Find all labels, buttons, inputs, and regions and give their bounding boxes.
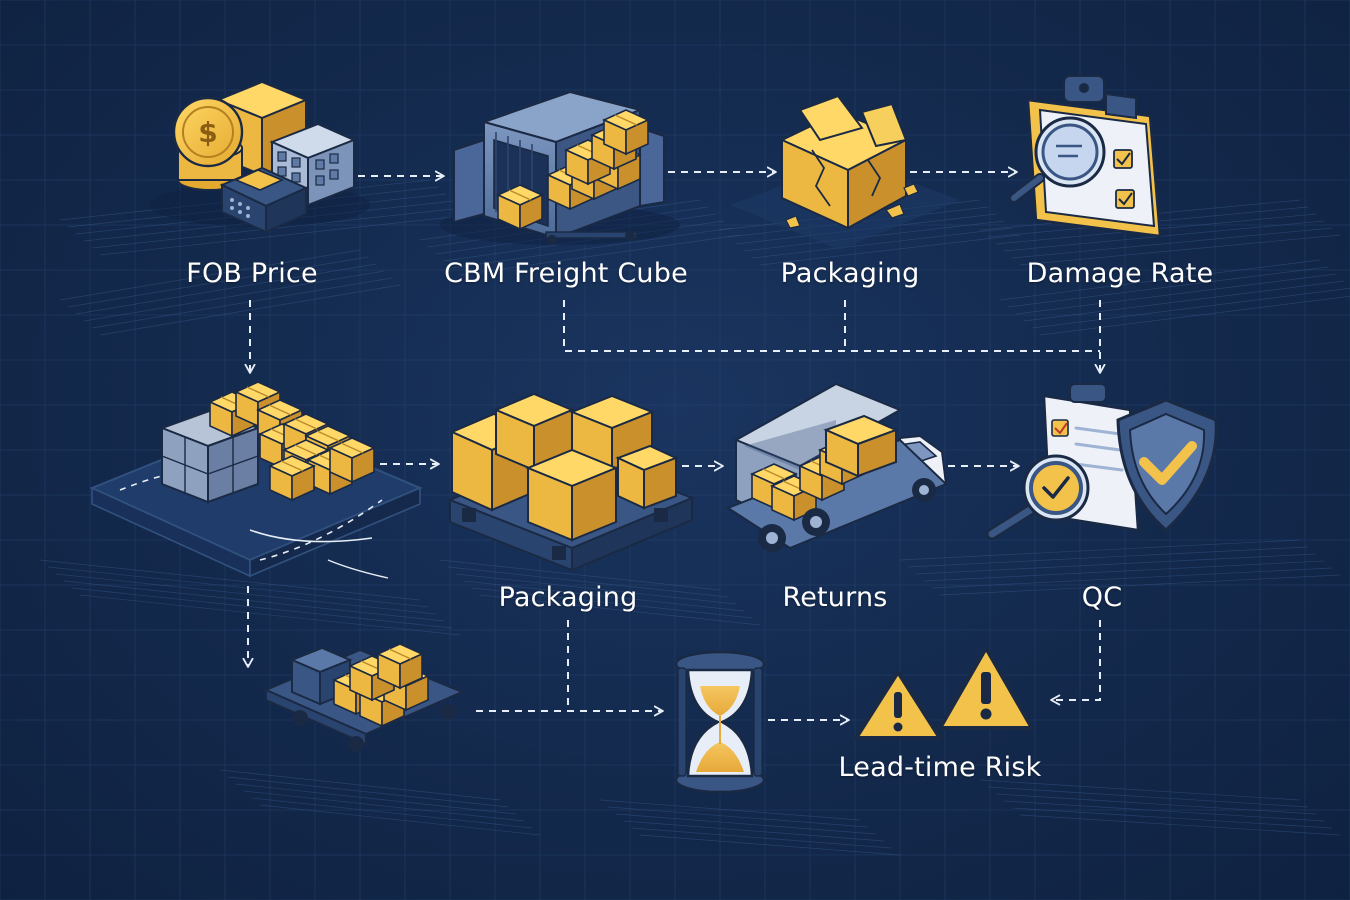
warning-triangles-icon xyxy=(854,646,1034,740)
loaded-cart-icon xyxy=(263,643,465,752)
delivery-truck-icon xyxy=(725,382,948,552)
node-label-packaging-top: Packaging xyxy=(780,258,920,289)
connector-qc-to-lead-time-risk xyxy=(1050,620,1101,706)
pallet-and-container-icon xyxy=(89,381,423,579)
damaged-box-icon xyxy=(730,94,960,250)
node-label-returns: Returns xyxy=(782,582,888,613)
node-label-qc: QC xyxy=(1081,582,1123,613)
connector-layer xyxy=(242,166,1106,726)
node-label-lead-time-risk: Lead-time Risk xyxy=(838,752,1042,783)
connector-cbm-freight-cube-to-qc xyxy=(563,300,1100,352)
shipping-container-icon xyxy=(440,90,680,245)
hourglass-icon xyxy=(674,650,766,794)
clipboard-magnifier-icon xyxy=(1009,75,1162,238)
coins-and-cash-register-icon: $ xyxy=(150,80,370,234)
svg-text:$: $ xyxy=(198,116,217,149)
stacked-pallet-boxes-icon xyxy=(447,392,695,572)
node-label-cbm-freight-cube: CBM Freight Cube xyxy=(444,258,688,289)
node-label-packaging-mid: Packaging xyxy=(498,582,638,613)
node-label-damage-rate: Damage Rate xyxy=(1026,258,1214,289)
checklist-shield-icon xyxy=(986,383,1218,540)
node-label-fob-price: FOB Price xyxy=(186,258,318,289)
